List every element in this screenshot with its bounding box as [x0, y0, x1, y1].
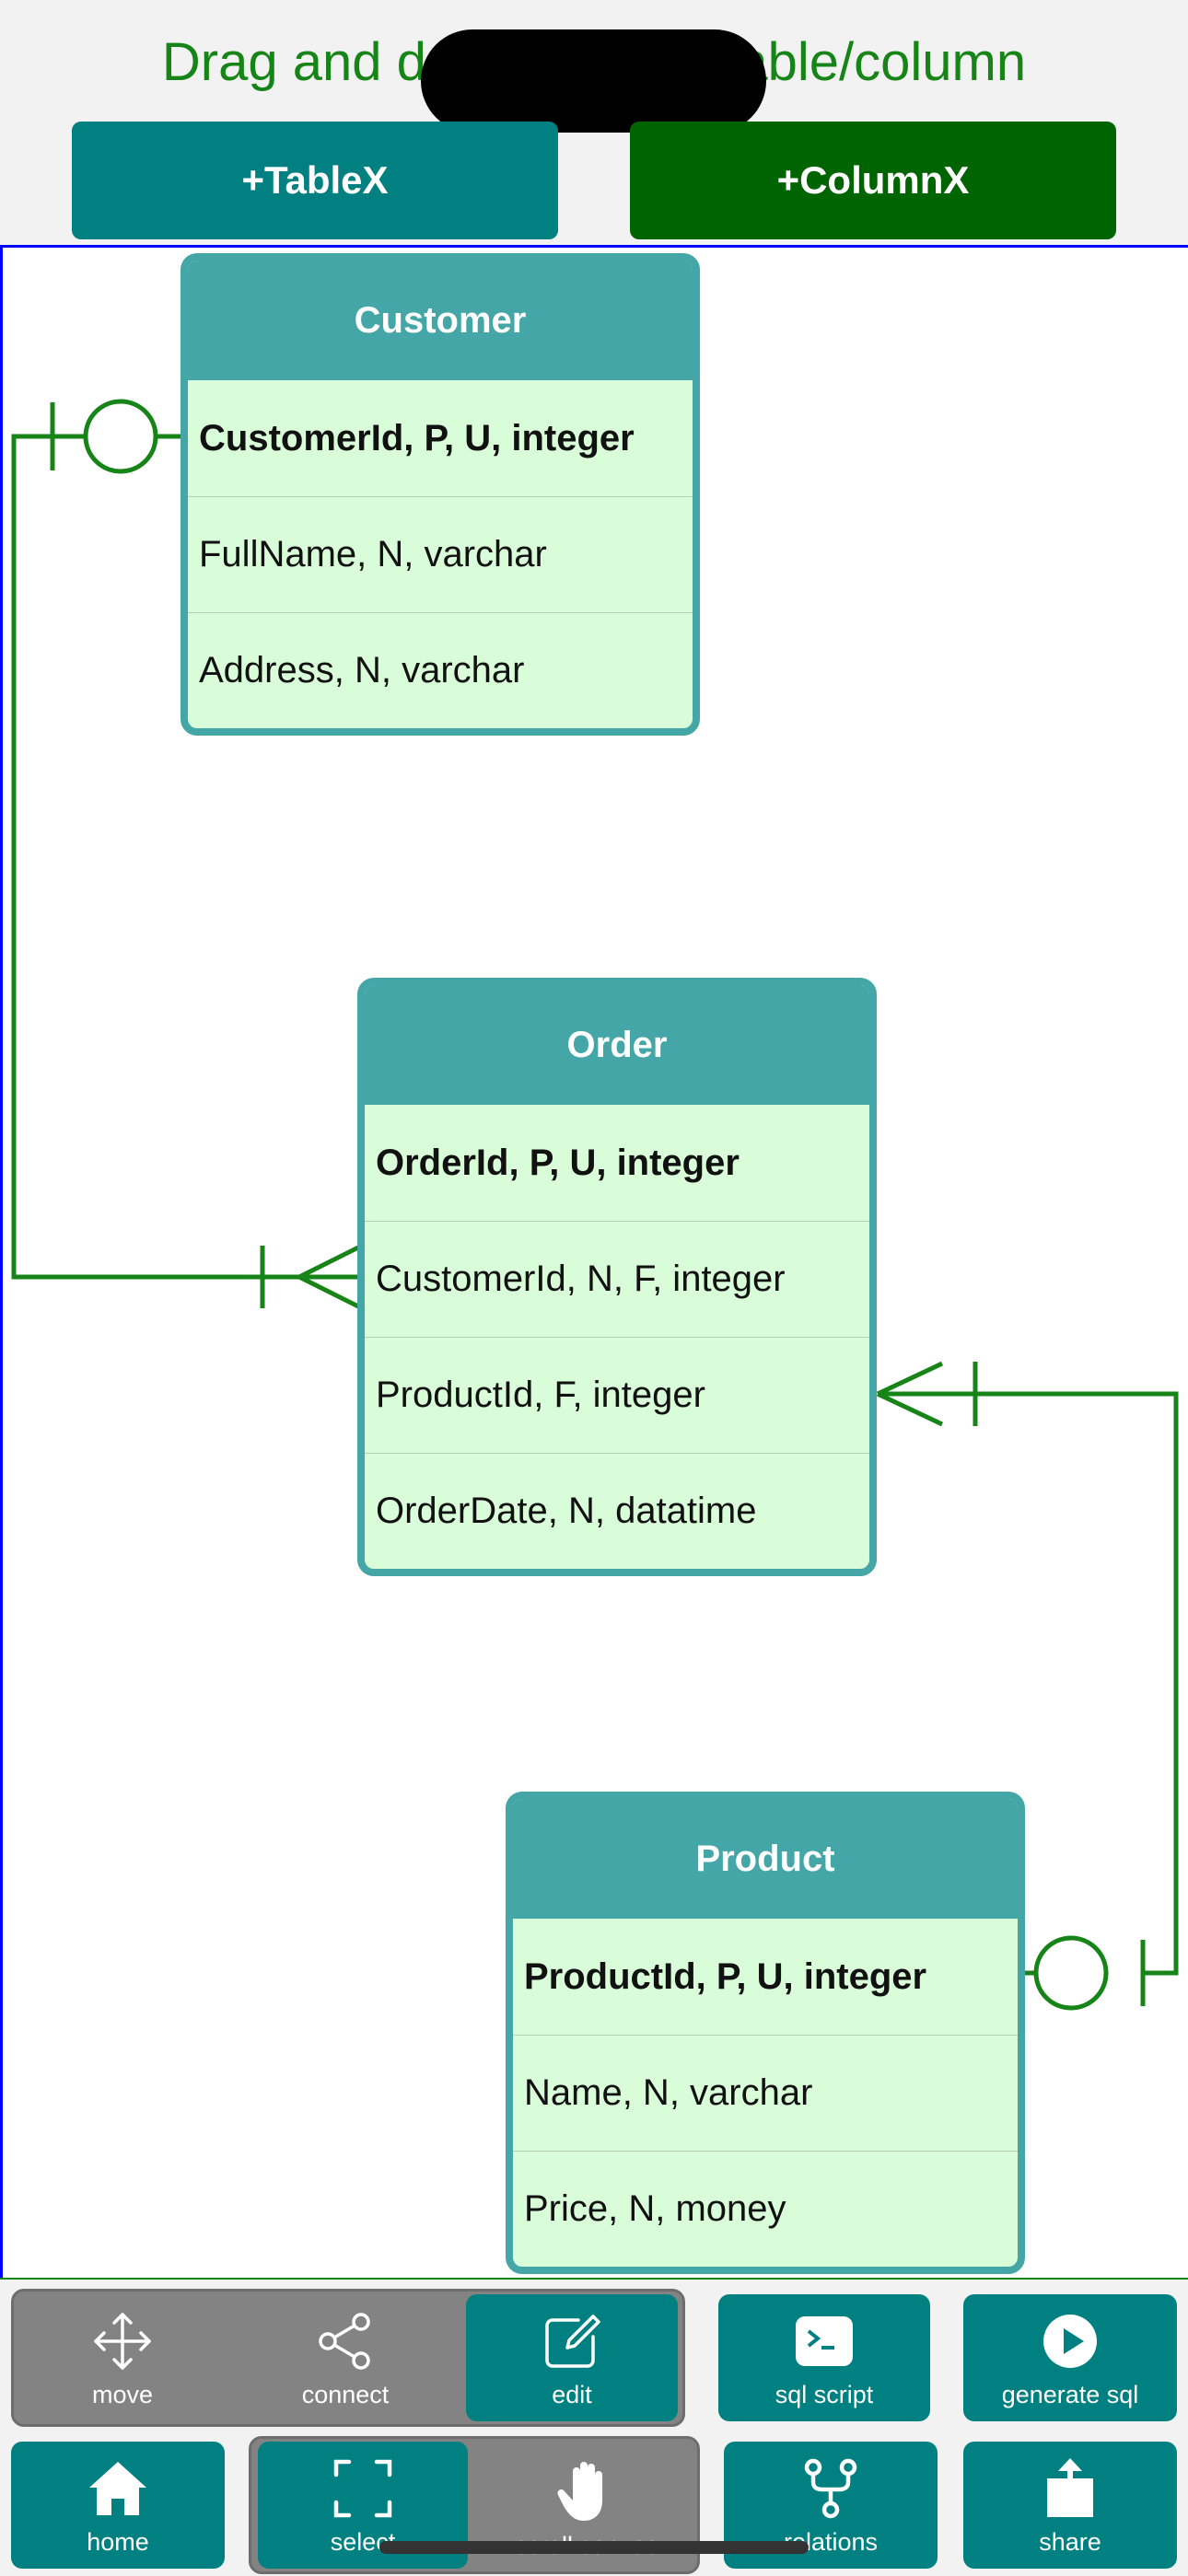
hand-icon	[557, 2462, 602, 2521]
column-row[interactable]: OrderId, P, U, integer	[376, 1142, 740, 1183]
add-table-button[interactable]: +TableX	[72, 122, 558, 239]
terminal-icon	[796, 2316, 853, 2366]
column-row[interactable]: Name, N, varchar	[513, 2035, 1018, 2151]
sql-script-button[interactable]: sql script	[718, 2294, 930, 2421]
house-icon	[89, 2462, 146, 2515]
share-label: share	[1039, 2528, 1101, 2556]
edit-icon	[545, 2315, 600, 2368]
table-product[interactable]: Product ProductId, P, U, integer Name, N…	[506, 1792, 1025, 2274]
column-row[interactable]: ProductId, P, U, integer	[524, 1955, 927, 1997]
table-order[interactable]: Order OrderId, P, U, integer CustomerId,…	[357, 978, 877, 1576]
home-label: home	[87, 2528, 149, 2556]
connect-button[interactable]: connect	[243, 2294, 448, 2421]
generate-sql-button[interactable]: generate sql	[963, 2294, 1177, 2421]
sql-script-label: sql script	[775, 2381, 874, 2408]
select-icon	[333, 2459, 392, 2518]
bottom-toolbar: move connect edit sql script	[0, 2278, 1188, 2576]
column-row[interactable]: ProductId, F, integer	[365, 1337, 869, 1453]
table-title[interactable]: Order	[365, 985, 869, 1105]
edit-button[interactable]: edit	[466, 2294, 678, 2421]
column-row[interactable]: Price, N, money	[513, 2151, 1018, 2267]
relation-customer-order	[11, 399, 364, 1311]
move-label: move	[91, 2381, 154, 2408]
share-icon	[1047, 2458, 1093, 2517]
relation-lines	[11, 399, 1179, 2011]
fork-icon	[804, 2458, 857, 2519]
edit-label: edit	[552, 2381, 592, 2408]
home-indicator	[379, 2541, 809, 2554]
add-column-button[interactable]: +ColumnX	[630, 122, 1116, 239]
column-row[interactable]: CustomerId, N, F, integer	[365, 1221, 869, 1337]
add-table-label: +TableX	[241, 158, 389, 202]
connect-label: connect	[301, 2381, 390, 2408]
column-row[interactable]: FullName, N, varchar	[188, 496, 693, 612]
table-customer[interactable]: Customer CustomerId, P, U, integer FullN…	[181, 253, 700, 736]
generate-sql-label: generate sql	[1001, 2381, 1139, 2408]
move-button[interactable]: move	[20, 2294, 225, 2421]
share-button[interactable]: share	[963, 2442, 1177, 2569]
table-title[interactable]: Customer	[188, 261, 693, 380]
play-circle-icon	[1043, 2315, 1097, 2368]
home-button[interactable]: home	[11, 2442, 225, 2569]
share-nodes-icon	[319, 2313, 370, 2370]
add-column-label: +ColumnX	[776, 158, 970, 202]
table-title[interactable]: Product	[513, 1799, 1018, 1919]
column-row[interactable]: Address, N, varchar	[188, 612, 693, 728]
column-row[interactable]: CustomerId, P, U, integer	[199, 417, 635, 458]
move-icon	[94, 2313, 151, 2370]
diagram-canvas[interactable]: Customer CustomerId, P, U, integer FullN…	[0, 245, 1188, 2278]
dynamic-island	[421, 29, 766, 133]
column-row[interactable]: OrderDate, N, datatime	[365, 1453, 869, 1569]
